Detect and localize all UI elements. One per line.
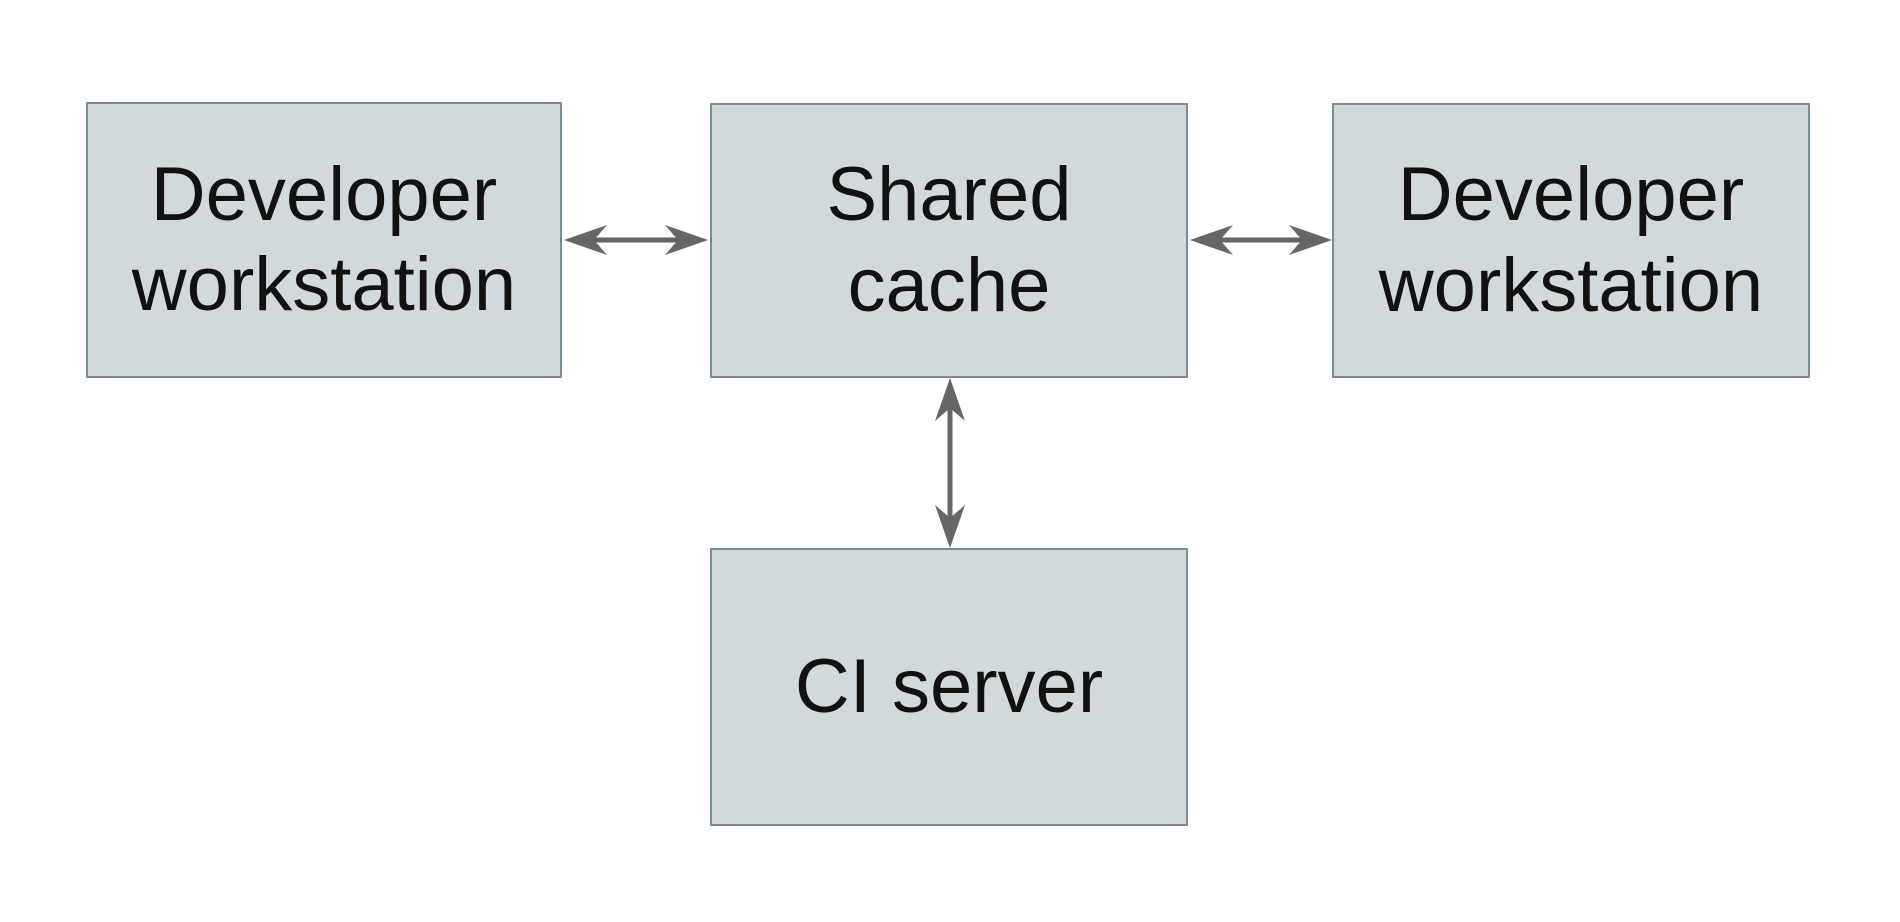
node-ci-server-label: CI server	[795, 642, 1103, 732]
node-developer-workstation-right-label: Developer workstation	[1379, 150, 1763, 331]
node-developer-workstation-left-label: Developer workstation	[132, 150, 516, 331]
node-shared-cache: Shared cache	[710, 103, 1188, 378]
arrow-devleft-cache	[564, 225, 708, 255]
node-ci-server: CI server	[710, 548, 1188, 826]
node-developer-workstation-right: Developer workstation	[1332, 103, 1810, 378]
node-label-line: Developer	[1397, 152, 1745, 238]
node-label-line: cache	[847, 242, 1051, 328]
arrow-cache-devright	[1190, 225, 1332, 255]
node-label-line: Shared	[826, 152, 1072, 238]
node-shared-cache-label: Shared cache	[826, 150, 1071, 331]
node-label-line: CI server	[794, 643, 1104, 729]
node-label-line: Developer	[150, 151, 498, 237]
node-label-line: workstation	[1378, 242, 1764, 328]
arrow-cache-ciserver	[935, 378, 965, 548]
node-developer-workstation-left: Developer workstation	[86, 102, 562, 378]
node-label-line: workstation	[131, 242, 517, 327]
